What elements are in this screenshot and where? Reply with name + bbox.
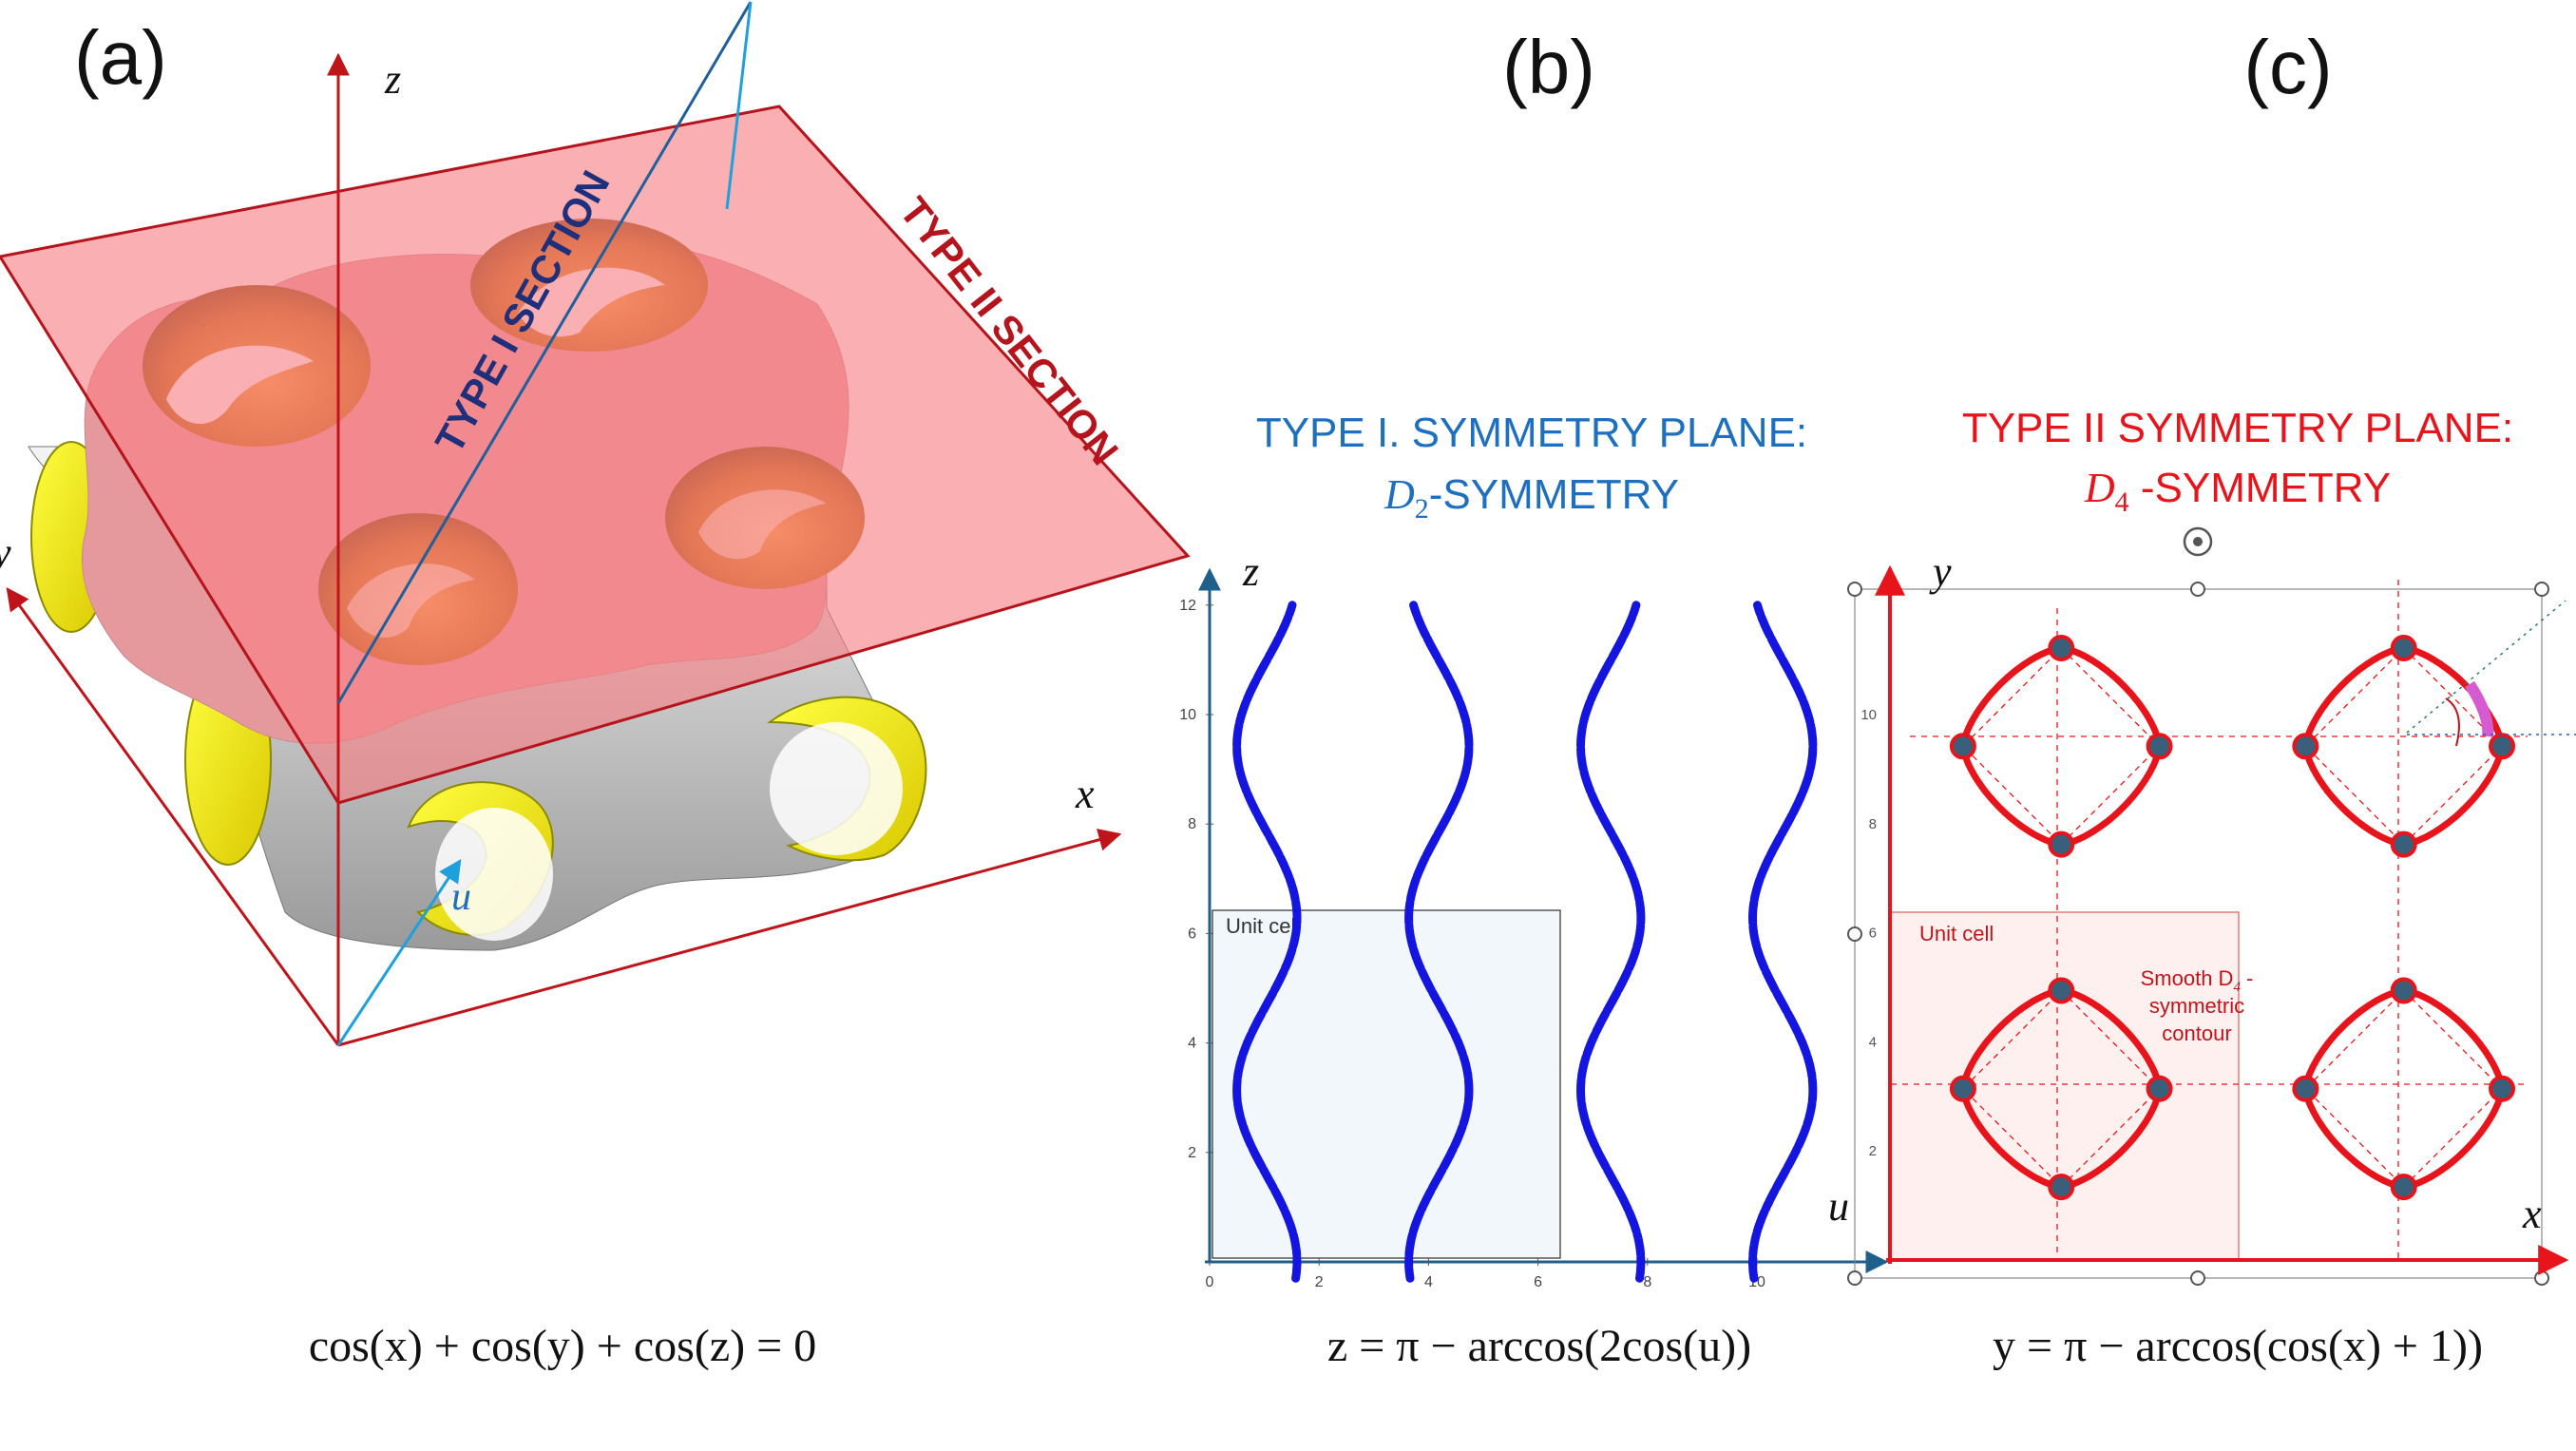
contour-diamond-4 [2304, 647, 2503, 846]
axis-u-label: u [451, 875, 471, 919]
c-axis-x-label: x [2522, 1191, 2542, 1237]
contour-node [2048, 1174, 2075, 1201]
contour-node [2292, 733, 2319, 760]
c-axis-y-label: y [1929, 548, 1952, 595]
d2-rest: -SYMMETRY [1429, 471, 1679, 518]
b-y-tick-label: 10 [1179, 707, 1196, 723]
contour-node [2048, 634, 2075, 661]
annotation-sub: 4 [2233, 980, 2241, 995]
annotation-line3: contour [2162, 1021, 2231, 1045]
b-x-tick-label: 6 [1534, 1274, 1542, 1290]
axis-x-label: x [1075, 771, 1095, 817]
annotation-rest: - [2241, 966, 2253, 990]
b-y-tick-label: 2 [1188, 1145, 1196, 1161]
edit-highlight [2406, 600, 2576, 747]
b-y-tick-label: 6 [1188, 926, 1196, 942]
c-y-tick-label: 10 [1860, 707, 1877, 723]
contour-diamond-1 [1961, 989, 2161, 1189]
b-axis-z-label: z [1242, 548, 1259, 595]
equation-a: cos(x) + cos(y) + cos(z) = 0 [309, 1321, 816, 1371]
panel-b-title-line1: TYPE I. SYMMETRY PLANE: [1256, 410, 1807, 456]
rotate-handle-icon[interactable] [2183, 526, 2213, 557]
annotation-line2: symmetric [2149, 994, 2244, 1018]
contour-node [2048, 831, 2075, 858]
contour-node [2390, 1174, 2417, 1201]
contour-node [2146, 1075, 2173, 1102]
type2-plane [0, 105, 1191, 805]
b-curve-3 [1575, 601, 1646, 1283]
unit-cell-b [1212, 909, 1561, 1259]
contour-node [1949, 1075, 1976, 1102]
b-curve-1 [1232, 601, 1302, 1283]
panel-a-label: (a) [74, 15, 167, 100]
b-x-tick-label: 0 [1206, 1274, 1214, 1290]
equation-c: y = π − arccos(cos(x) + 1)) [1993, 1321, 2483, 1371]
guide-lines [1891, 580, 2528, 1259]
d2-subscript: 2 [1415, 493, 1429, 525]
d4-symbol: D [2084, 465, 2115, 511]
panel-b-label: (b) [1502, 25, 1595, 109]
b-axis-u-label: u [1828, 1183, 1849, 1230]
c-y-tick-label: 6 [1869, 926, 1877, 942]
panel-a: (a) z [0, 1, 1191, 1371]
contour-diamond-3 [1961, 647, 2161, 846]
contour-3 [1959, 644, 2164, 849]
panel-b: (b) TYPE I. SYMMETRY PLANE: D2-SYMMETRY … [1179, 25, 1889, 1371]
contour-node [2292, 1075, 2319, 1102]
contour-node [1949, 733, 1976, 760]
b-x-tick-label: 2 [1315, 1274, 1324, 1290]
b-curves [1232, 601, 1818, 1283]
axis-y-label: y [0, 529, 11, 576]
b-y-tick-label: 12 [1179, 598, 1196, 614]
unit-cell-b-label: Unit cell [1226, 914, 1300, 938]
contour-node [2489, 1075, 2516, 1102]
y-axis [6, 587, 340, 1046]
equation-b: z = π − arccos(2cos(u)) [1327, 1321, 1751, 1371]
contour-2 [2301, 986, 2506, 1191]
panel-c-label: (c) [2243, 25, 2332, 109]
c-ticks: 2 4 6 8 10 [1860, 707, 1877, 1159]
panel-c: (c) TYPE II SYMMETRY PLANE: D4 -SYMMETRY… [1847, 25, 2576, 1371]
contour-node [2390, 831, 2417, 858]
base-edge-right [337, 833, 1120, 1046]
u-axis [336, 858, 462, 1046]
axis-z-label: z [384, 56, 401, 103]
panel-c-title-line1: TYPE II SYMMETRY PLANE: [1962, 405, 2513, 451]
annotation-line1: Smooth D4 - [2141, 966, 2254, 995]
contour-node [2146, 733, 2173, 760]
type1-line-2 [725, 1, 753, 210]
contour-diamond-2 [2304, 989, 2503, 1189]
b-y-tick-label: 8 [1188, 816, 1196, 832]
type1-line [336, 1, 753, 704]
contour-node [2048, 977, 2075, 1004]
b-curve-2 [1404, 601, 1474, 1283]
c-contours [1949, 634, 2516, 1201]
contour-node [2390, 977, 2417, 1004]
b-curve-4 [1748, 601, 1818, 1283]
d2-symbol: D [1383, 471, 1415, 518]
d4-subscript: 4 [2115, 487, 2129, 518]
c-y-tick-label: 8 [1869, 816, 1877, 832]
b-x-tick-label: 8 [1643, 1274, 1651, 1290]
annotation-text-1: Smooth D [2141, 966, 2234, 990]
panel-c-title-line2: D4 -SYMMETRY [2084, 465, 2391, 518]
panel-b-title-line2: D2-SYMMETRY [1383, 471, 1679, 525]
b-x-tick-label: 4 [1424, 1274, 1433, 1290]
unit-cell-c [1888, 911, 2240, 1260]
contour-node [2489, 733, 2516, 760]
unit-cell-c-label: Unit cell [1919, 922, 1994, 945]
c-y-tick-label: 4 [1869, 1034, 1877, 1050]
d4-rest: -SYMMETRY [2129, 465, 2391, 511]
contour-node [2390, 634, 2417, 661]
b-y-tick-label: 4 [1188, 1036, 1196, 1052]
c-y-tick-label: 2 [1869, 1143, 1877, 1159]
